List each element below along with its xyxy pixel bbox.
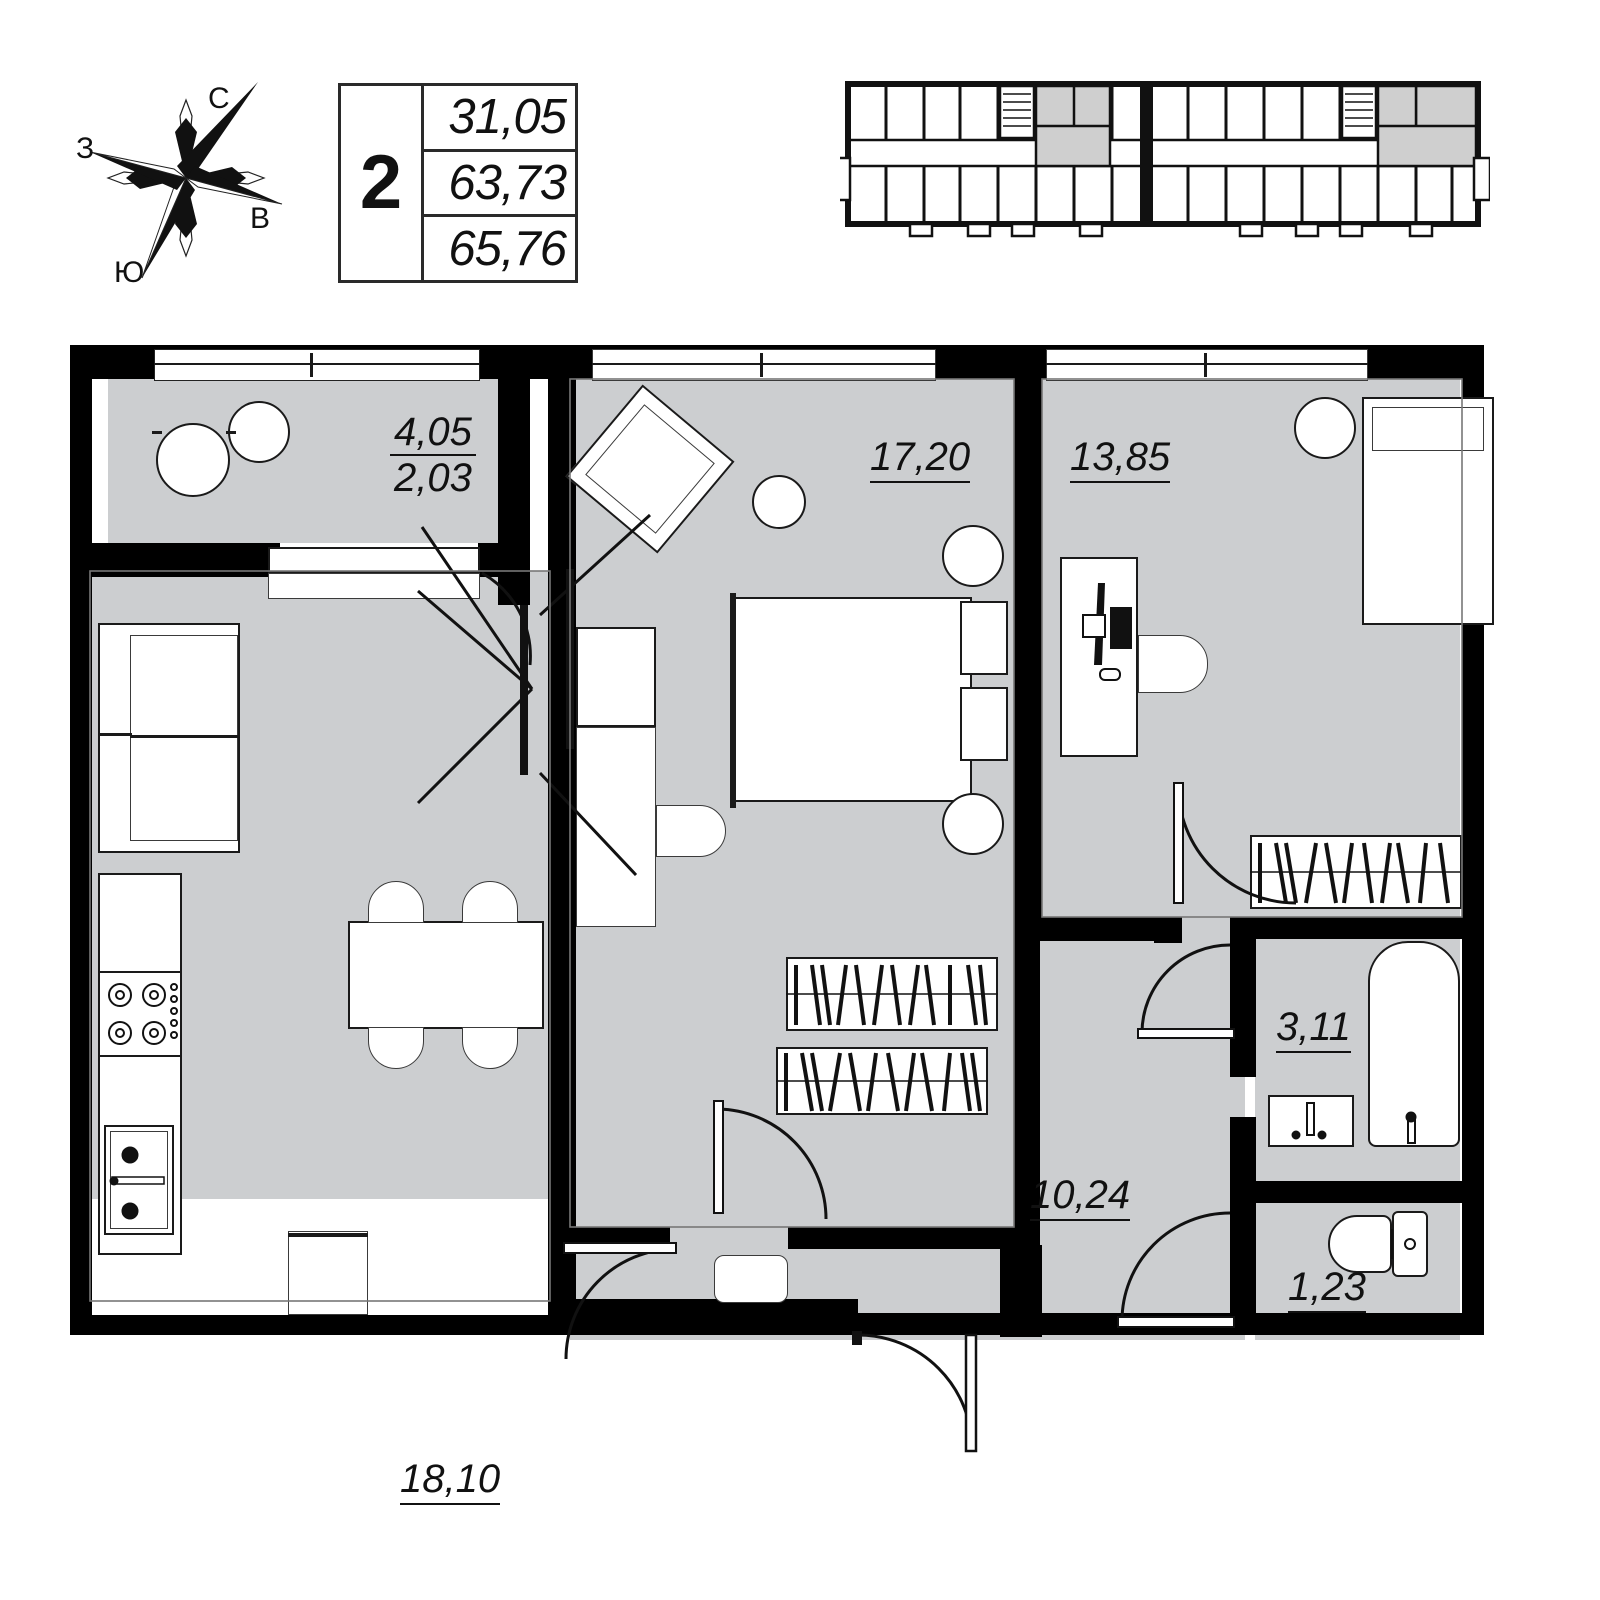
room-label-bedroom-large: 17,20 bbox=[870, 435, 971, 483]
bath-sink bbox=[1268, 1095, 1354, 1147]
wall-balcony-bottom bbox=[70, 543, 280, 577]
closet-hallway bbox=[1250, 835, 1462, 909]
kitchen-sink-basin bbox=[110, 1131, 168, 1229]
office-chair bbox=[1138, 635, 1208, 693]
balcony-door-sill bbox=[268, 573, 480, 599]
wall-wc-left bbox=[1230, 1201, 1256, 1335]
area-summary-table: 2 31,05 63,73 65,76 bbox=[338, 83, 578, 283]
desk bbox=[1060, 557, 1138, 757]
window-bedroom-small bbox=[1046, 349, 1368, 381]
nightstand-round-top bbox=[942, 525, 1004, 587]
wall-horizontal-corridor-right bbox=[788, 1227, 1040, 1249]
bathtub bbox=[1368, 941, 1460, 1147]
sofa-seat bbox=[130, 635, 238, 841]
room-label-wc: 1,23 bbox=[1288, 1265, 1366, 1313]
wall-vertical-bedrooms bbox=[1014, 379, 1042, 939]
keyplan-highlight bbox=[1034, 84, 1478, 168]
compass-east-label: В bbox=[250, 202, 271, 235]
window-bedroom-large bbox=[592, 349, 936, 381]
balcony-area-counted: 2,03 bbox=[394, 456, 472, 500]
closet-upper-bedroom bbox=[786, 957, 998, 1031]
room-fill-hallway-2 bbox=[1030, 925, 1245, 1340]
wall-top-seg-1 bbox=[70, 345, 154, 379]
wall-exterior-left bbox=[70, 345, 92, 1335]
window-balcony bbox=[154, 349, 480, 381]
wall-vertical-center-upper bbox=[548, 379, 576, 1299]
balcony-chair bbox=[228, 401, 290, 463]
living-area-value: 31,05 bbox=[448, 90, 567, 145]
armchair-small-bedroom bbox=[656, 805, 726, 857]
single-bed-pillow bbox=[1372, 407, 1484, 451]
wall-top-seg-4 bbox=[1368, 345, 1484, 379]
side-table-bedroom bbox=[752, 475, 806, 529]
wall-stub-hall-a bbox=[1154, 917, 1182, 943]
compass-south-label: Ю bbox=[114, 256, 145, 289]
room-label-bedroom-small: 13,85 bbox=[1070, 435, 1171, 483]
room-label-balcony: 4,05 2,03 bbox=[390, 411, 476, 499]
building-key-plan bbox=[832, 70, 1492, 270]
wardrobe-bedroom-large bbox=[576, 627, 656, 727]
room-count-cell: 2 bbox=[341, 86, 424, 280]
toilet-cistern bbox=[1392, 1211, 1428, 1277]
bed-pillow-lower bbox=[960, 687, 1008, 761]
kitchen-upper-counter bbox=[98, 873, 182, 973]
wall-balcony-right-lower bbox=[498, 575, 530, 605]
nightstand-bedroom-small bbox=[1294, 397, 1356, 459]
area-values-column: 31,05 63,73 65,76 bbox=[424, 86, 575, 280]
balcony-round-table bbox=[156, 423, 230, 497]
bed-pillow-upper bbox=[960, 601, 1008, 675]
cooktop bbox=[98, 971, 182, 1057]
compass-rose: С З В Ю bbox=[76, 70, 308, 300]
compass-north-label: С bbox=[208, 82, 230, 115]
wall-horizontal-corridor-left bbox=[570, 1227, 670, 1249]
room-label-kitchen-living: 18,10 bbox=[400, 1457, 501, 1505]
double-bed bbox=[732, 597, 972, 802]
entrance-shoe-cabinet bbox=[714, 1255, 788, 1303]
room-label-bathroom: 3,11 bbox=[1276, 1005, 1351, 1053]
closet-lower-bedroom bbox=[776, 1047, 988, 1115]
wall-bath-bottom bbox=[1230, 1181, 1484, 1203]
wall-stub-bottom-hall bbox=[1000, 1245, 1042, 1337]
area-without-balcony-value: 63,73 bbox=[424, 148, 575, 215]
wall-balcony-right bbox=[498, 379, 530, 577]
balcony-door-leaf bbox=[268, 547, 480, 573]
wall-bath-left bbox=[1230, 917, 1256, 1077]
wardrobe-tall-lower bbox=[576, 727, 656, 927]
wall-stub-hall-entrance bbox=[788, 1299, 858, 1335]
nightstand-round-bottom bbox=[942, 793, 1004, 855]
wall-top-seg-3 bbox=[936, 345, 1046, 379]
dining-table bbox=[348, 921, 544, 1029]
room-count-value: 2 bbox=[359, 140, 403, 225]
wall-center-bottom-stub bbox=[548, 1299, 788, 1335]
wall-bath-top bbox=[1230, 917, 1484, 939]
wall-top-seg-2 bbox=[480, 345, 592, 379]
total-area-value: 65,76 bbox=[424, 214, 575, 280]
balcony-area-total: 4,05 bbox=[390, 411, 476, 456]
kitchen-bottom-counter bbox=[288, 1231, 368, 1315]
compass-west-label: З bbox=[76, 132, 95, 165]
room-label-hallway: 10,24 bbox=[1030, 1173, 1131, 1221]
apartment-floorplan: 4,05 2,03 bbox=[70, 335, 1494, 1505]
